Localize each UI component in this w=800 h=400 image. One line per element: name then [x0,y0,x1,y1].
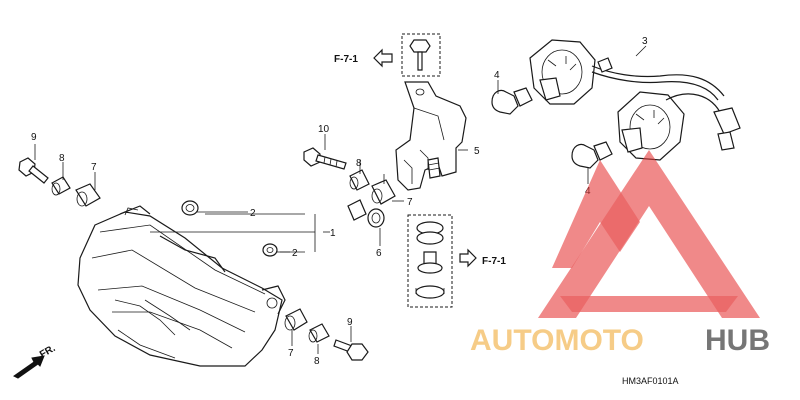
front-direction-marker [13,355,45,379]
collar-8-left [51,176,71,196]
front-marker-label: FR. [38,343,58,361]
ref-label-middle: F-7-1 [482,256,506,267]
ref-label-top: F-7-1 [334,54,358,65]
callout-5: 5 [474,146,480,157]
callout-9-left: 9 [31,132,37,143]
headlight-stay-5 [395,81,467,191]
rubber-7-left [75,183,101,207]
watermark-text-hub: HUB [705,324,770,357]
ref-arrow-middle [459,248,477,268]
bulb-4-lower [571,141,613,169]
callout-1: 1 [330,228,336,239]
rubber-7-lower [284,308,308,331]
callout-2-lower: 2 [292,248,298,259]
socket-lower [617,91,685,161]
callout-8-lower: 8 [314,356,320,367]
grommet-2-lower [262,243,278,257]
drawing-code: HM3AF0101A [622,376,679,386]
callout-4-upper: 4 [494,70,500,81]
collar-8-middle [349,169,370,191]
mounting-rubber-stack [407,214,453,308]
headlight-assembly [77,205,286,367]
callout-3: 3 [642,36,648,47]
bolt-9-left [18,157,49,184]
bulb-4-upper [491,87,533,115]
callout-6: 6 [376,248,382,259]
socket-upper [529,39,596,105]
rubber-7-middle [371,179,396,205]
callout-8-left: 8 [59,153,65,164]
callout-8-middle: 8 [356,158,362,169]
collar-8-lower [308,323,330,343]
leader-lines [34,45,647,354]
bolt-10 [303,147,347,170]
callout-10: 10 [318,124,330,135]
callout-2-upper: 2 [250,208,256,219]
callout-9-lower: 9 [347,317,353,328]
ref-arrow-top [373,48,393,68]
callout-7-middle: 7 [407,197,413,208]
bolt-9-lower [333,339,369,361]
washer-6 [347,199,385,228]
bolt-top-stay [401,33,441,77]
watermark-logo: AUTOMOTO HUB [470,150,770,357]
callout-7-lower: 7 [288,348,294,359]
callout-7-left: 7 [91,162,97,173]
watermark-text-automoto: AUTOMOTO [470,324,644,357]
wiring-harness [591,57,741,151]
grommet-2-upper [181,200,199,216]
